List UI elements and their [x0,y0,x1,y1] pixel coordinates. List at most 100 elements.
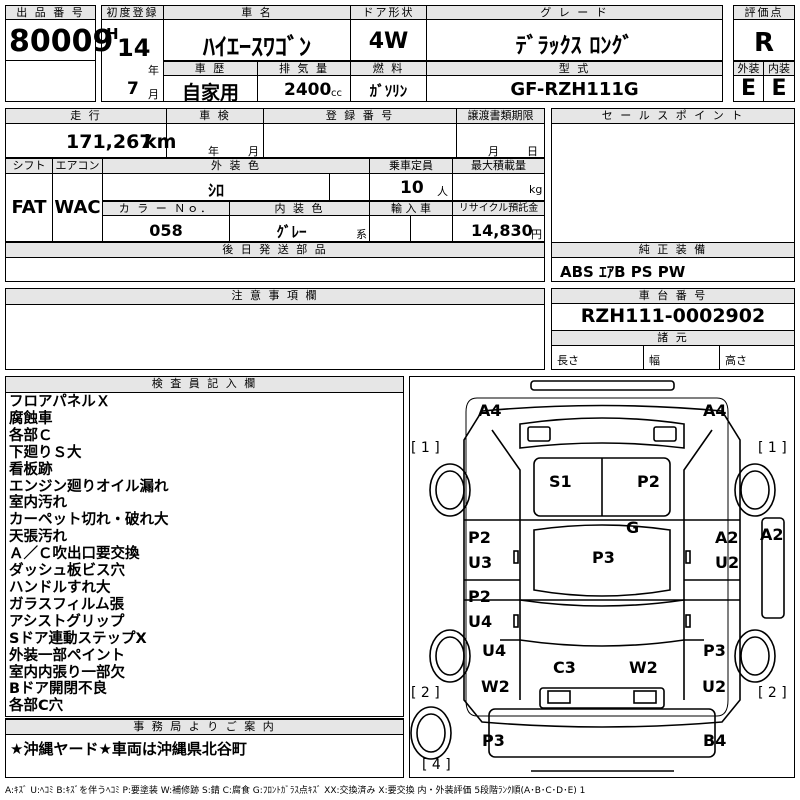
damage-u4-a: U4 [468,612,493,631]
remark-line: 腐蝕車 [9,410,53,427]
year-unit: 年 [148,64,159,77]
damage-p2-a: P2 [468,528,491,547]
lot-number-label: 出 品 番 号 [5,5,96,20]
damage-w2-left: W2 [481,677,510,696]
first-reg-label: 初度登録 [101,5,164,20]
chassis-number: RZH111-0002902 [580,305,766,327]
remark-line: 各部C穴 [9,698,64,715]
capacity-unit: 人 [437,185,448,198]
recycle-label: リサイクル預託金 [452,201,545,216]
remark-line: ガラスフィルム張 [9,596,125,613]
capacity-label: 乗車定員 [369,158,453,174]
first-reg-year: 14 [117,34,151,62]
interior-color-label: 内 装 色 [229,201,370,216]
inspection-month-unit: 月 [248,145,259,158]
car-damage-diagram [410,380,785,772]
width-label: 幅 [649,354,660,367]
interior-grade: E [771,76,787,101]
remark-line: アシストグリップ [9,613,125,630]
caution-label: 注 意 事 項 欄 [5,288,545,305]
remark-line: 下廻りＳ大 [9,444,82,461]
interior-color: ｸﾞﾚｰ [276,223,307,241]
damage-b4: B4 [703,731,727,750]
damage-u3: U3 [468,553,493,572]
damage-a2-outer: A2 [760,525,784,544]
office-notice-label: 事 務 局 よ り ご 案 内 [5,719,404,735]
inspector-remarks-list: フロアパネルＸ 腐蝕車 各部Ｃ 下廻りＳ大 看板跡 エンジン廻りオイル漏れ 室内… [9,394,169,715]
transfer-docs-label: 譲渡書類期限 [456,108,545,124]
office-notice: ★沖縄ヤード★車両は沖縄県北谷町 [10,740,247,758]
damage-g: G [626,518,640,537]
bracket-2-right: [ 2 ] [758,685,787,701]
height-label: 高さ [725,354,747,367]
exterior-color-label: 外 装 色 [102,158,370,174]
remark-line: 室内内張り一部欠 [9,664,125,681]
recycle-unit: 円 [531,228,542,241]
first-reg-month: 7 [127,79,139,99]
damage-s1: S1 [549,472,572,491]
equipment: ABS ｴｱB PS PW [560,263,686,281]
office-notice-block [5,734,404,778]
chassis-label: 車 台 番 号 [551,288,795,304]
color-no-label: カ ラ ー Ｎｏ． [102,201,230,216]
model-code: GF-RZH111G [510,79,639,100]
exterior-color: ｼﾛ [207,181,224,200]
aircon: WAC [54,197,101,218]
remark-line: 外装一部ペイント [9,647,125,664]
color-no: 058 [149,221,183,240]
inspector-label: 検 査 員 記 入 欄 [5,376,404,393]
import-label: 輸 入 車 [369,201,453,216]
door-type: 4W [368,29,409,54]
capacity: 10 [400,178,424,198]
bracket-1-right: [ 1 ] [758,440,787,456]
transfer-day-unit: 日 [527,145,538,158]
damage-a2-inner: A2 [715,528,739,547]
damage-p2-top: P2 [637,472,660,491]
overall-score: R [753,28,775,58]
inspection-year-unit: 年 [208,145,219,158]
damage-code-legend: A:ｷｽﾞ U:ﾍｺﾐ B:ｷｽﾞを伴うﾍｺﾐ P:要塗装 W:補修跡 S:錆 … [5,786,586,796]
remark-line: フロアパネルＸ [9,394,111,410]
interior-color-unit: 系 [356,228,367,241]
grade: ﾃﾞﾗｯｸｽ ﾛﾝｸﾞ [515,34,634,59]
damage-u4-b: U4 [482,641,507,660]
bracket-4: [ 4 ] [422,757,451,773]
inspection-label: 車 検 [166,108,264,124]
mileage-unit: km [144,131,177,153]
dimensions-label: 諸 元 [551,330,795,346]
bracket-2-left: [ 2 ] [411,685,440,701]
mileage: 171,267 [66,131,153,153]
equipment-label: 純 正 装 備 [551,242,795,258]
car-name-label: 車 名 [163,5,351,20]
remark-line: ダッシュ板ビス穴 [9,563,125,580]
month-unit: 月 [148,88,159,101]
damage-p3-bottom: P3 [482,731,505,750]
transfer-month-unit: 月 [488,145,499,158]
remark-line: ハンドルすれ大 [9,579,111,596]
damage-w2-center: W2 [629,658,658,677]
exterior-grade: E [740,76,757,101]
aircon-label: エアコン [52,158,103,174]
displacement-unit: cc [331,88,342,99]
remark-line: Bドア開閉不良 [9,681,108,698]
damage-c3: C3 [553,658,576,677]
shift: FAT [11,197,47,218]
remark-line: 各部Ｃ [9,427,53,444]
mileage-label: 走 行 [5,108,167,124]
max-load-unit: kg [529,183,543,196]
displacement: 2400 [284,80,332,100]
sales-point-label: セ ー ル ス ポ イ ン ト [551,108,795,124]
model-label: 型 式 [426,61,723,76]
history: 自家用 [181,82,239,104]
era: H [106,25,119,43]
remark-line: 天張汚れ [9,529,67,546]
damage-p3-center: P3 [592,548,615,567]
fuel-label: 燃 料 [350,61,427,76]
damage-u2-right: U2 [702,677,727,696]
remark-line: 室内汚れ [9,495,67,512]
registration-label: 登 録 番 号 [263,108,457,124]
remark-line: Sドア連動ステップX [9,630,147,647]
length-label: 長さ [557,354,579,367]
max-load-label: 最大積載量 [452,158,545,174]
interior-label: 内装 [763,61,795,76]
